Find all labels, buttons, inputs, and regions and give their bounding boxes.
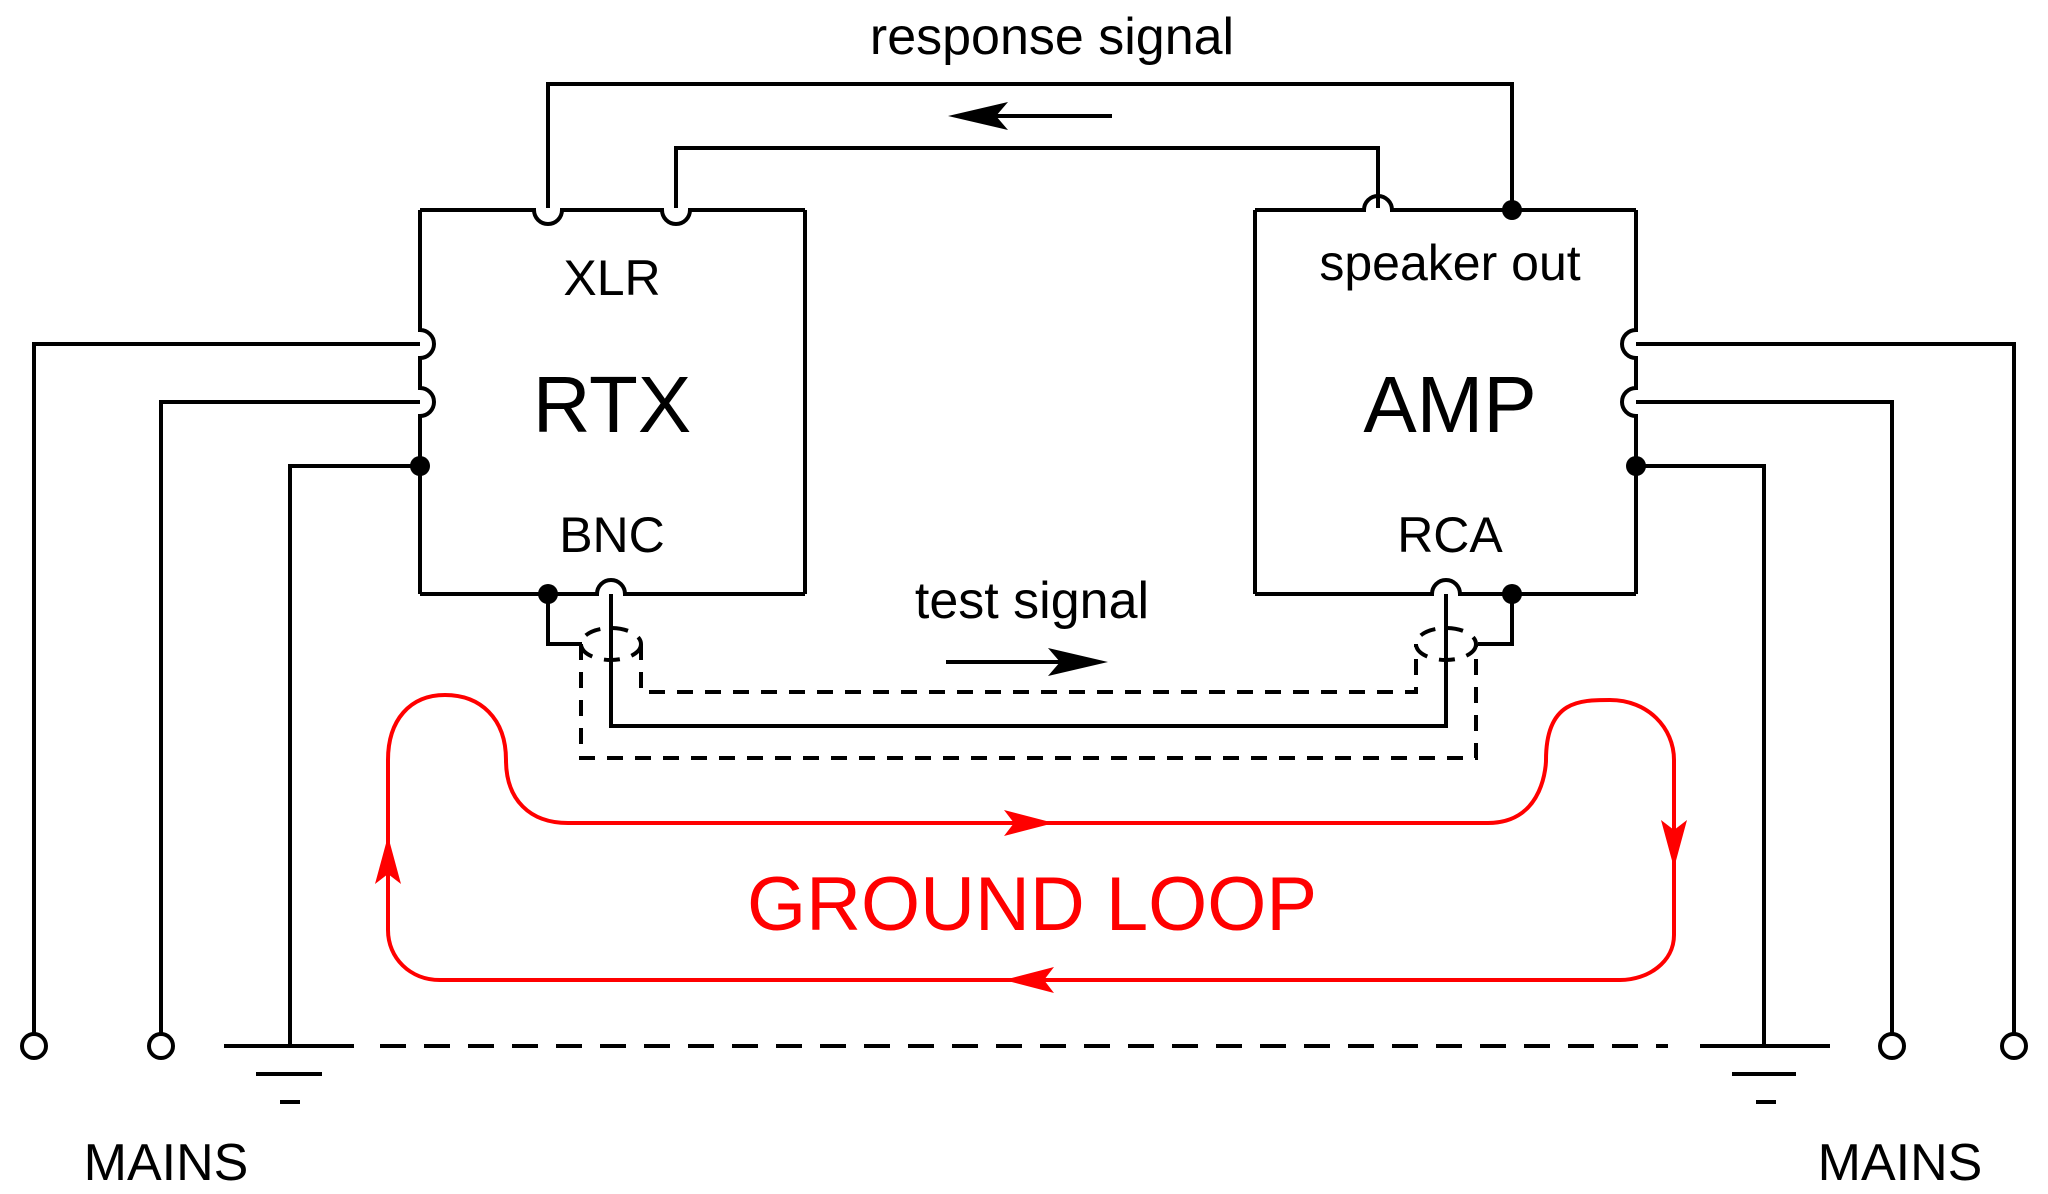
coax-shield-leads (546, 594, 1514, 646)
speaker-out-label: speaker out (1319, 235, 1580, 291)
ground-loop-arrow-left (375, 836, 401, 884)
xlr-label: XLR (563, 250, 660, 306)
rtx-box (418, 208, 807, 596)
right-ground-symbol (1700, 1044, 1830, 1104)
ground-loop-arrow-right (1661, 820, 1687, 868)
ground-loop-label: GROUND LOOP (747, 862, 1317, 947)
test-signal-arrow (946, 648, 1108, 676)
response-signal-wires (546, 82, 1514, 208)
response-signal-arrow (948, 102, 1112, 130)
ground-loop-arrow-top (1004, 810, 1054, 836)
response-signal-label: response signal (870, 8, 1234, 66)
left-ground-junction (410, 456, 430, 476)
left-mains-terminal-1 (20, 1032, 48, 1060)
rtx-label: RTX (533, 360, 692, 449)
right-mains-terminal-1 (1878, 1032, 1906, 1060)
amp-box (1253, 194, 1638, 596)
rca-shield-junction (1502, 584, 1522, 604)
right-mains-wires (1636, 342, 2016, 1046)
amp-label: AMP (1363, 360, 1536, 449)
coax-shield (579, 626, 1478, 760)
mains-label-right: MAINS (1818, 1134, 1983, 1192)
left-mains-terminal-2 (147, 1032, 175, 1060)
left-ground-symbol (224, 1044, 354, 1104)
speaker-out-junction (1502, 200, 1522, 220)
bnc-shield-junction (538, 584, 558, 604)
right-mains-terminal-2 (2000, 1032, 2028, 1060)
rca-label: RCA (1397, 507, 1503, 563)
ground-loop-arrow-bottom (1004, 967, 1054, 993)
test-signal-label: test signal (915, 572, 1149, 630)
right-ground-junction (1626, 456, 1646, 476)
bnc-label: BNC (559, 507, 665, 563)
left-mains-wires (32, 342, 420, 1046)
ground-loop-path (386, 692, 1676, 982)
mains-label-left: MAINS (84, 1134, 249, 1192)
